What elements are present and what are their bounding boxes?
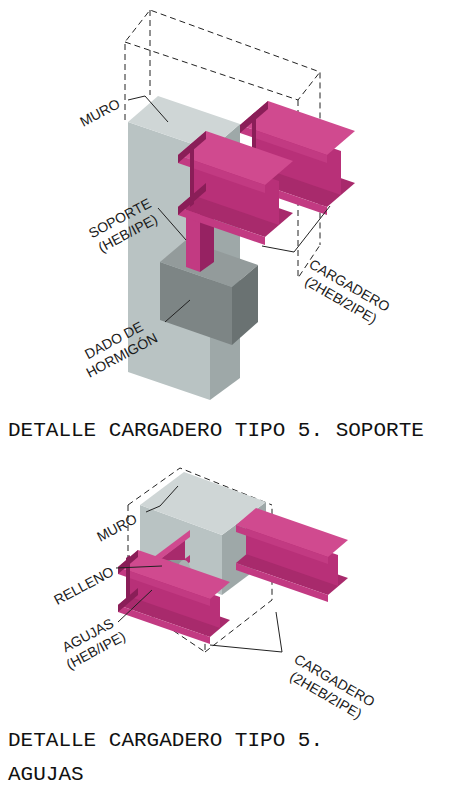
caption: DETALLE CARGADERO TIPO 5. SOPORTE (8, 414, 460, 448)
leader-line (128, 96, 330, 322)
leader-line (116, 486, 282, 652)
part-label: CARGADERO (2HEB/2IPE) (276, 647, 383, 728)
part-label: MURO (87, 506, 148, 549)
lintel-beam (178, 131, 293, 245)
back-beam (236, 508, 348, 602)
part-label: RELLENO (45, 560, 124, 613)
part-label: CARGADERO (2HEB/2IPE) (291, 252, 398, 333)
lintel-beam (118, 550, 230, 644)
part-label: MURO (70, 91, 131, 134)
caption: DETALLE CARGADERO TIPO 5. AGUJAS (8, 724, 353, 792)
part-label: AGUJAS (HEB/IPE) (45, 607, 139, 678)
